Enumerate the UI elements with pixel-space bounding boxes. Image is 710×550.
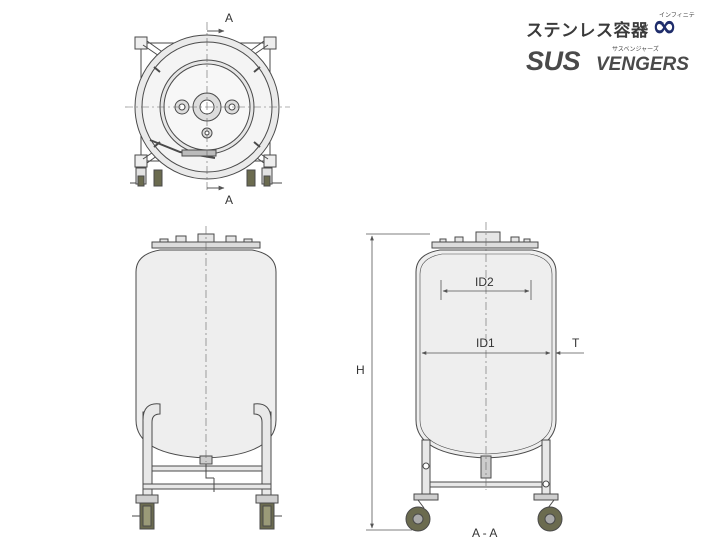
dimension-thickness: T xyxy=(572,336,580,350)
dimensions xyxy=(366,233,584,531)
section-right-leg xyxy=(541,439,551,499)
section-view-label: A - A xyxy=(472,526,497,540)
section-view xyxy=(405,222,563,532)
section-left-caster xyxy=(405,493,439,532)
front-view xyxy=(132,226,282,530)
brand-vengers-kana: サスベンジャーズ xyxy=(612,46,659,53)
section-mark-bottom: A xyxy=(225,193,233,207)
front-right-caster xyxy=(255,494,282,530)
brand-sus: SUS xyxy=(526,46,581,76)
brand-product-name: ステンレス容器 xyxy=(526,21,649,41)
infinity-icon: ∞ xyxy=(652,9,677,44)
brand-infinity-kana: インフィニティ xyxy=(659,12,695,28)
section-right-caster xyxy=(533,493,563,532)
top-view xyxy=(125,22,290,192)
brand-logo: ステンレス容器 × インフィニティ ∞ SUS サスベンジャーズ VENGERS xyxy=(526,10,696,82)
section-mark-top: A xyxy=(225,11,233,25)
front-left-caster xyxy=(132,494,159,530)
dimension-height: H xyxy=(356,363,365,377)
dimension-id2: ID2 xyxy=(475,275,494,289)
brand-vengers: VENGERS xyxy=(596,54,689,75)
brand-times-sign: × xyxy=(642,20,650,34)
dimension-id1: ID1 xyxy=(476,336,495,350)
